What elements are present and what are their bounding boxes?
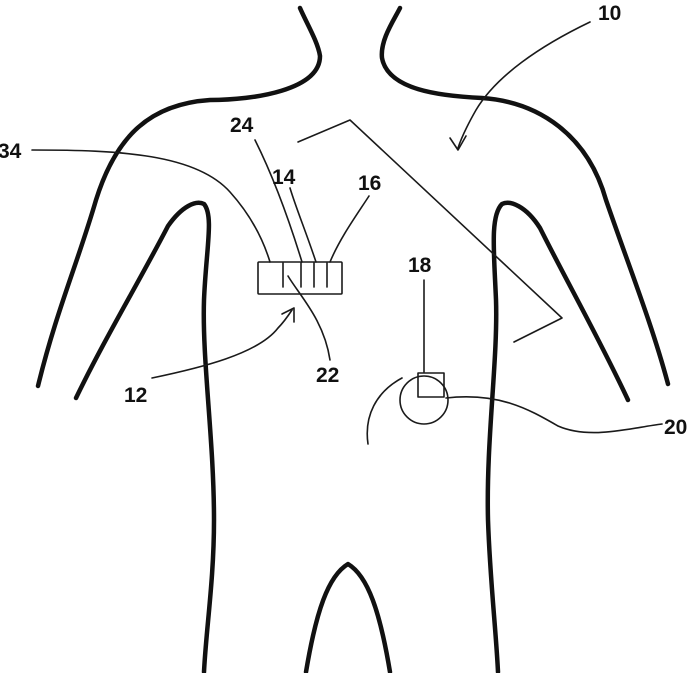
leader-10 bbox=[458, 22, 590, 148]
label-14: 14 bbox=[272, 166, 296, 189]
implant-arc bbox=[367, 378, 402, 444]
label-16: 16 bbox=[358, 172, 381, 195]
leader-16 bbox=[330, 196, 369, 262]
leader-lines bbox=[32, 22, 662, 433]
right-arm-inner-contour bbox=[488, 203, 628, 672]
reference-labels: 10 34 24 14 16 18 22 12 20 bbox=[0, 2, 687, 439]
implant-circle bbox=[400, 376, 448, 424]
leader-12 bbox=[152, 310, 292, 378]
label-24: 24 bbox=[230, 114, 254, 137]
leader-34 bbox=[32, 150, 270, 262]
label-12: 12 bbox=[124, 384, 147, 407]
crotch-contour bbox=[306, 564, 390, 672]
label-34: 34 bbox=[0, 140, 22, 163]
left-arm-inner-contour bbox=[76, 203, 214, 672]
label-20: 20 bbox=[664, 416, 687, 439]
implant-module bbox=[367, 373, 448, 444]
label-18: 18 bbox=[408, 254, 432, 277]
label-22: 22 bbox=[316, 364, 339, 387]
electrode-lead bbox=[298, 120, 562, 342]
chest-device bbox=[258, 262, 342, 294]
label-10: 10 bbox=[598, 2, 621, 25]
device-housing bbox=[258, 262, 342, 294]
leader-20 bbox=[446, 397, 662, 433]
body-outline bbox=[38, 8, 668, 672]
leader-14 bbox=[290, 188, 316, 262]
